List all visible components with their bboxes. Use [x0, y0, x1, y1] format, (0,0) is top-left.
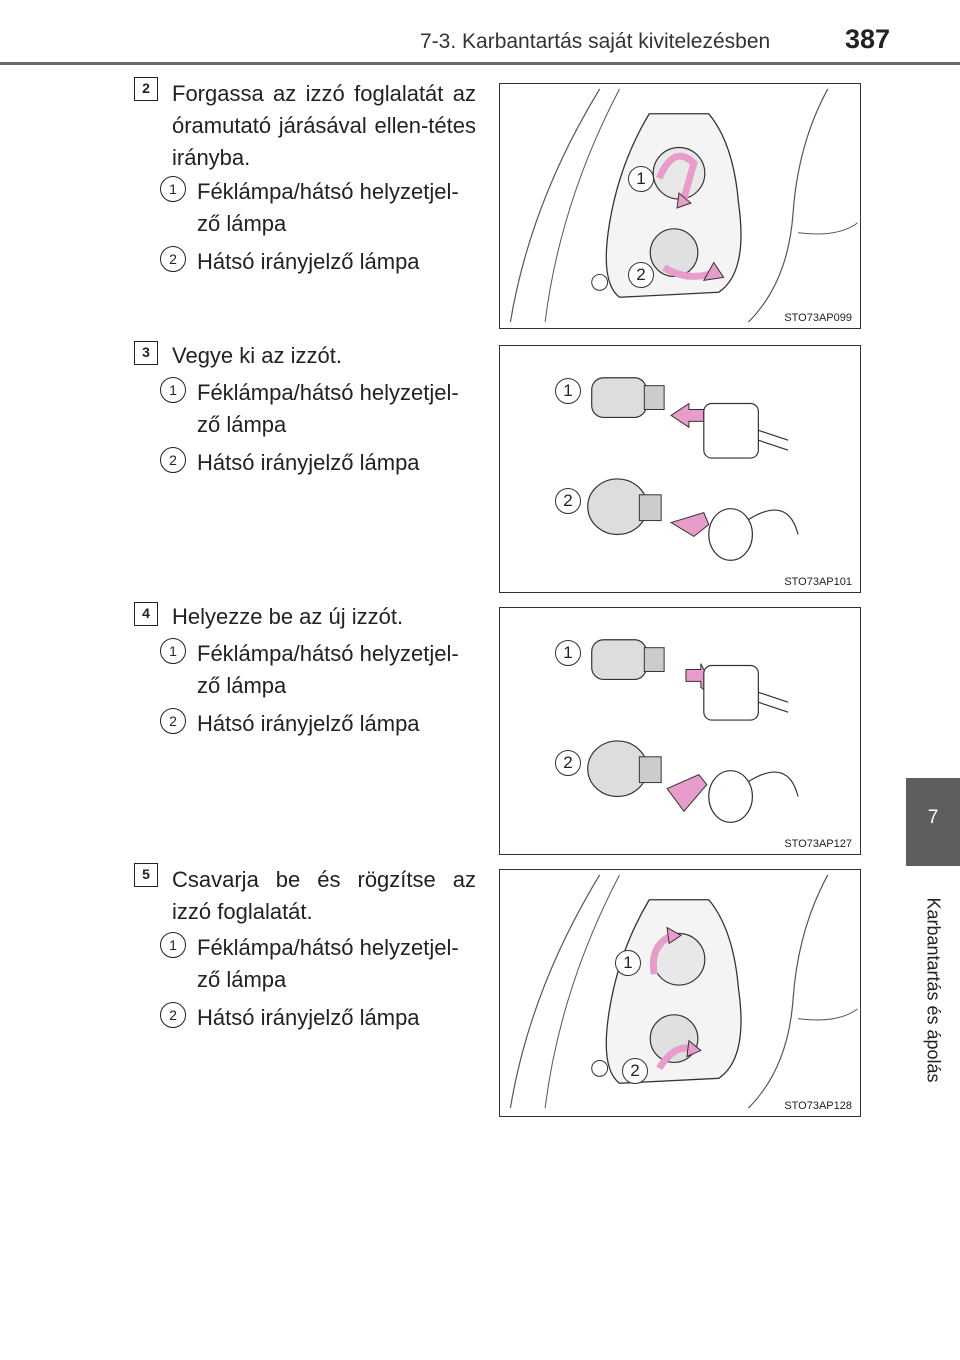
illustration-tighten-socket: 1 2 STO73AP128 — [499, 869, 861, 1117]
step-4-item-1-number: 1 — [160, 638, 186, 664]
step-5-item-2-number: 2 — [160, 1002, 186, 1028]
illustration-install-bulb: 1 2 STO73AP127 — [499, 607, 861, 855]
illustration-remove-bulb: 1 2 STO73AP101 — [499, 345, 861, 593]
step-number-2: 2 — [134, 77, 158, 101]
illustration-code: STO73AP099 — [784, 312, 852, 324]
step-3-item-1-number: 1 — [160, 377, 186, 403]
step-5-instruction: Csavarja be és rögzítse az izzó foglalat… — [172, 867, 476, 924]
step-4-item-2-number: 2 — [160, 708, 186, 734]
callout-2: 2 — [555, 488, 581, 514]
callout-2: 2 — [622, 1058, 648, 1084]
illustration-code: STO73AP128 — [784, 1100, 852, 1112]
step-2-item-1-number: 1 — [160, 176, 186, 202]
step-4-item-2-text: Hátsó irányjelző lámpa — [197, 711, 420, 736]
callout-1: 1 — [628, 166, 654, 192]
step-2-item-2-text: Hátsó irányjelző lámpa — [197, 249, 420, 274]
step-3-item-2-number: 2 — [160, 447, 186, 473]
callout-1: 1 — [555, 640, 581, 666]
step-2-item-1-text: Féklámpa/hátsó helyzetjel-ző lámpa — [197, 179, 459, 236]
callout-2: 2 — [555, 750, 581, 776]
chapter-tab: 7 — [906, 778, 960, 866]
step-5-item-1-text: Féklámpa/hátsó helyzetjel-ző lámpa — [197, 935, 459, 992]
step-2-instruction: Forgassa az izzó foglalatát az óramutató… — [172, 81, 476, 170]
step-5-item-1-number: 1 — [160, 932, 186, 958]
illustration-rotate-socket: 1 2 STO73AP099 — [499, 83, 861, 329]
page-number: 387 — [845, 24, 891, 54]
step-number-4: 4 — [134, 602, 158, 626]
header-divider — [0, 62, 960, 65]
taillight-housing-drawing — [509, 874, 858, 1109]
step-3-item-1-text: Féklámpa/hátsó helyzetjel-ző lámpa — [197, 380, 459, 437]
step-3-item-2-text: Hátsó irányjelző lámpa — [197, 450, 420, 475]
step-4-instruction: Helyezze be az új izzót. — [172, 604, 404, 629]
illustration-code: STO73AP101 — [784, 576, 852, 588]
step-3-instruction: Vegye ki az izzót. — [172, 343, 342, 368]
chapter-side-label: Karbantartás és ápolás — [923, 897, 944, 1083]
callout-1: 1 — [615, 950, 641, 976]
step-2-item-2-number: 2 — [160, 246, 186, 272]
callout-1: 1 — [555, 378, 581, 404]
illustration-code: STO73AP127 — [784, 838, 852, 850]
bulb-removal-drawing — [587, 377, 799, 561]
callout-2: 2 — [628, 262, 654, 288]
page-header-title: 7-3. Karbantartás saját kivitelezésben — [420, 30, 771, 53]
step-5-item-2-text: Hátsó irányjelző lámpa — [197, 1005, 420, 1030]
step-4-item-1-text: Féklámpa/hátsó helyzetjel-ző lámpa — [197, 641, 459, 698]
step-number-3: 3 — [134, 341, 158, 365]
taillight-housing-drawing — [509, 88, 858, 323]
bulb-install-drawing — [587, 639, 799, 823]
step-number-5: 5 — [134, 863, 158, 887]
